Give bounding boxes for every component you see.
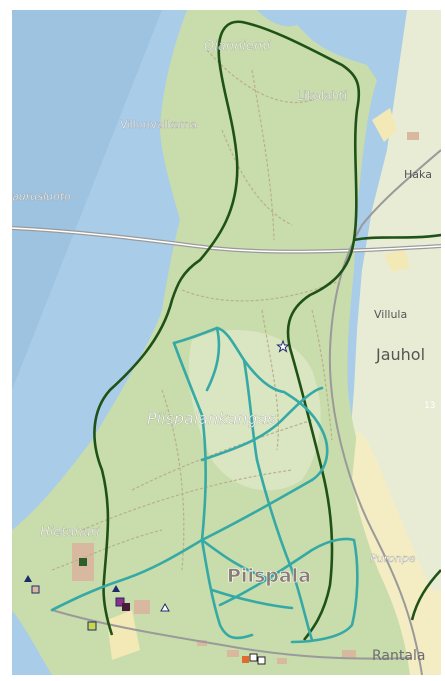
label-villula: Villula xyxy=(374,308,407,321)
square-icon xyxy=(122,603,130,611)
label-piispala: Piispala xyxy=(227,565,311,587)
label-rantala: Rantala xyxy=(372,648,425,664)
square-icon xyxy=(115,597,125,607)
building-south-1 xyxy=(197,640,207,646)
hiking-trail-west xyxy=(93,57,239,636)
hiking-trail-east-link xyxy=(353,233,441,242)
label-piispalankangas: Piispalankangas xyxy=(147,409,276,428)
field-ne-2 xyxy=(384,248,410,272)
building-south-3 xyxy=(277,658,287,664)
label-haka: Haka xyxy=(404,168,432,181)
poi-symbols xyxy=(24,339,290,665)
sand-field-east xyxy=(352,430,441,675)
square-icon xyxy=(257,656,266,665)
label-jauhola: Jauhol xyxy=(375,345,425,364)
map-sheet-left xyxy=(12,10,162,390)
triangle-icon xyxy=(112,585,120,592)
label-villunvalkama: Villunvalkama xyxy=(120,118,197,131)
ski-trails xyxy=(50,326,359,644)
building-south-4 xyxy=(342,650,356,658)
building-south-2 xyxy=(227,650,239,657)
building-ne xyxy=(407,132,419,140)
square-icon xyxy=(249,653,258,662)
highway-inner xyxy=(12,227,441,253)
label-ojanniemi: Ojanniemi xyxy=(204,39,271,54)
label-puronpera: Puronpe xyxy=(370,552,416,565)
star-icon xyxy=(276,339,290,353)
label-likolahti: Likolahti xyxy=(297,89,347,103)
field-sw xyxy=(107,610,140,660)
square-icon xyxy=(87,621,97,631)
forest-clearing xyxy=(188,330,321,491)
label-aurusluoto: aurusluoto xyxy=(12,190,71,203)
hiking-trail-se xyxy=(410,569,441,621)
building-sw xyxy=(134,600,150,614)
triangle-icon xyxy=(24,575,32,582)
road-east xyxy=(328,149,441,675)
label-hietaharju: Hietaharj xyxy=(40,525,100,540)
triangle-icon xyxy=(160,602,170,612)
square-icon xyxy=(79,558,87,566)
label-depth-13: 13 xyxy=(424,401,435,411)
field-ne-1 xyxy=(372,108,397,142)
hiking-trail-north-loop xyxy=(217,20,361,641)
square-icon xyxy=(242,656,249,663)
topographic-map[interactable]: Ojanniemi Likolahti Villunvalkama Haka a… xyxy=(12,10,441,675)
square-icon xyxy=(31,585,40,594)
road-south xyxy=(51,609,413,660)
map-labels: Ojanniemi Likolahti Villunvalkama Haka a… xyxy=(12,39,435,664)
